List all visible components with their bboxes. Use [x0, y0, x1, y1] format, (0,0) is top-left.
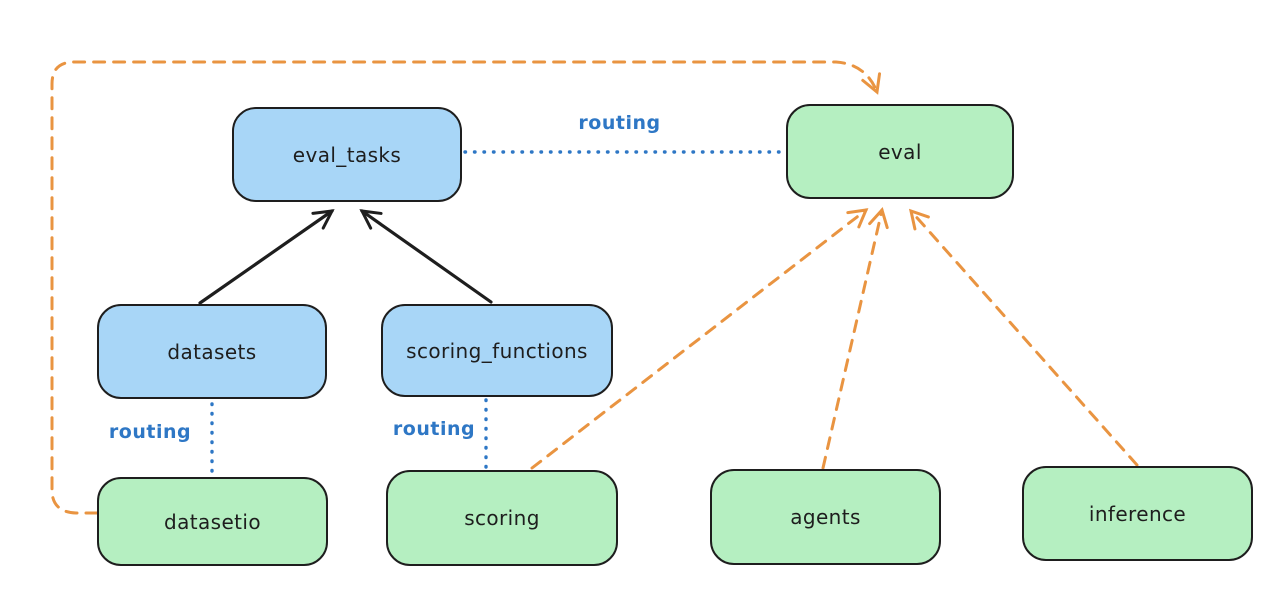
node-agents-label: agents [790, 505, 861, 529]
node-scoring-functions-label: scoring_functions [406, 338, 588, 363]
edge-label-routing-scoring-functions-scoring: routing [392, 418, 476, 440]
node-inference: inference [1022, 466, 1253, 561]
node-eval-label: eval [878, 139, 922, 164]
node-datasets-label: datasets [167, 339, 257, 364]
node-datasetio-label: datasetio [163, 509, 261, 534]
edge-agents-to-eval [821, 207, 889, 470]
edge-inference-to-eval [908, 208, 1139, 467]
node-eval-tasks: eval_tasks [232, 107, 462, 202]
edge-label-routing-eval-tasks-eval: routing [578, 112, 661, 134]
node-inference-label: inference [1088, 501, 1187, 526]
edge-scoring-functions-to-eval-tasks [359, 209, 493, 304]
node-datasetio: datasetio [97, 477, 328, 566]
node-agents: agents [710, 469, 941, 565]
node-eval: eval [786, 104, 1014, 199]
node-scoring-functions: scoring_functions [381, 304, 613, 397]
edge-datasetio-to-eval [50, 60, 882, 515]
node-scoring: scoring [386, 470, 618, 566]
node-eval-tasks-label: eval_tasks [292, 142, 402, 167]
node-datasets: datasets [97, 304, 327, 399]
edge-label-routing-datasets-datasetio: routing [108, 421, 192, 443]
edge-scoring-to-eval [530, 208, 869, 470]
edge-datasets-to-eval-tasks [198, 209, 335, 305]
node-scoring-label: scoring [464, 506, 540, 530]
